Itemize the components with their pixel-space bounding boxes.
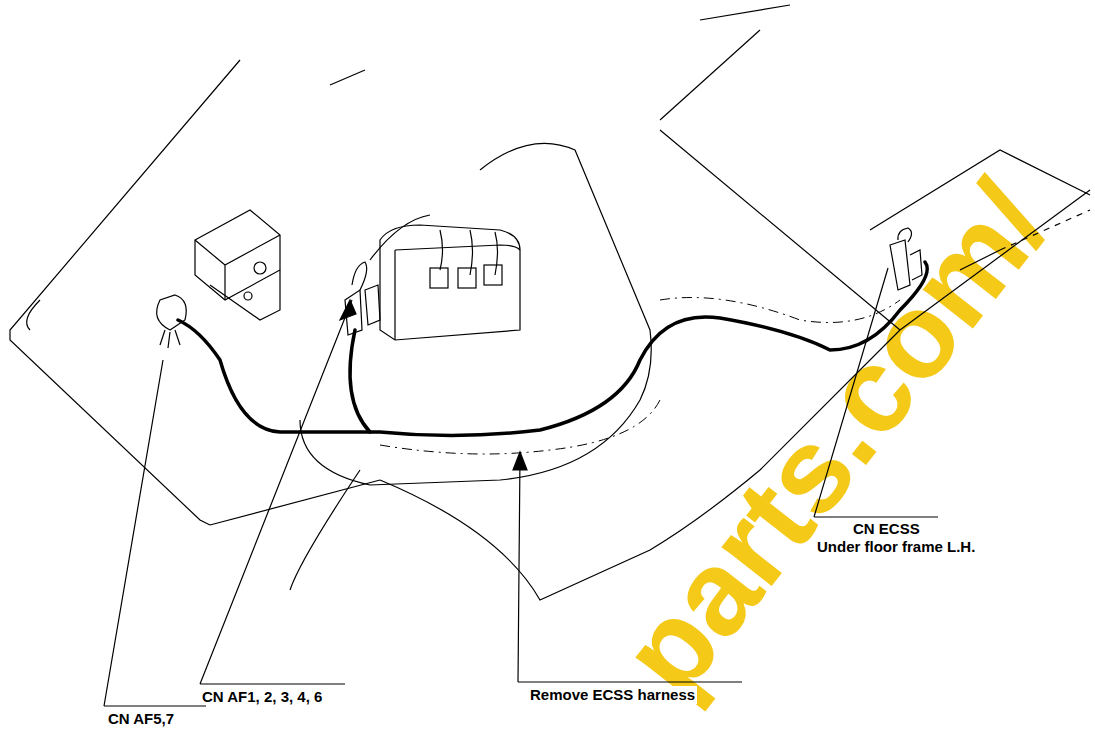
connector-label: Remove ECSS harness [528,686,697,704]
connector-label: CN AF5,7 [108,710,174,728]
connector-label: CN AF1, 2, 3, 4, 6 [202,688,322,706]
watermark: parts.com/ [600,162,1068,714]
connector-label: CN ECSS [851,520,922,538]
location-note: Under floor frame L.H. [815,538,977,556]
